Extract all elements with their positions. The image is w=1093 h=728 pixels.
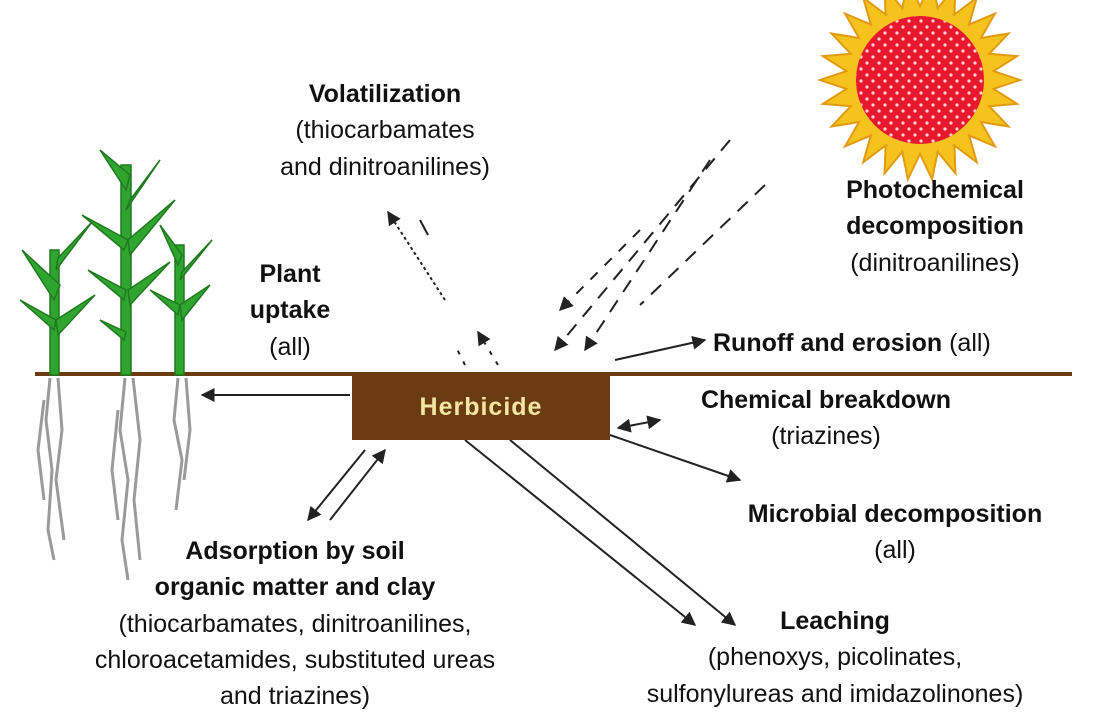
plant-uptake-sub: (all) [230, 329, 350, 365]
adsorption-label: Adsorption by soil organic matter and cl… [30, 533, 560, 714]
plant-uptake-title2: uptake [230, 292, 350, 328]
chemical-breakdown-title: Chemical breakdown [650, 382, 1002, 418]
adsorption-sub1: (thiocarbamates, dinitroanilines, [30, 606, 560, 642]
plant-uptake-label: Plant uptake (all) [230, 256, 350, 365]
volatilization-arrow [388, 212, 445, 300]
adsorption-title2: organic matter and clay [30, 569, 560, 605]
adsorption-title1: Adsorption by soil [30, 533, 560, 569]
photochemical-title2: decomposition [805, 208, 1065, 244]
runoff-label: Runoff and erosion (all) [713, 325, 991, 361]
runoff-title: Runoff and erosion [713, 329, 942, 357]
sun-icon [820, 0, 1020, 179]
photochemical-label: Photochemical decomposition (dinitroanil… [805, 172, 1065, 281]
microbial-title: Microbial decomposition [700, 496, 1090, 532]
leaching-label: Leaching (phenoxys, picolinates, sulfony… [580, 603, 1090, 712]
herbicide-label: Herbicide [420, 393, 543, 422]
volatilization-label: Volatilization (thiocarbamates and dinit… [255, 76, 515, 185]
volatilization-title: Volatilization [255, 76, 515, 112]
leaching-title: Leaching [580, 603, 1090, 639]
chemical-breakdown-sub: (triazines) [650, 418, 1002, 454]
photochemical-title1: Photochemical [805, 172, 1065, 208]
microbial-label: Microbial decomposition (all) [700, 496, 1090, 569]
adsorption-sub3: and triazines) [30, 678, 560, 714]
photochemical-sub: (dinitroanilines) [805, 245, 1065, 281]
adsorption-sub2: chloroacetamides, substituted ureas [30, 642, 560, 678]
herbicide-box: Herbicide [352, 374, 610, 440]
microbial-sub: (all) [700, 532, 1090, 568]
plant-icon [20, 150, 212, 375]
volatilization-sub1: (thiocarbamates [255, 112, 515, 148]
runoff-arrow [615, 340, 705, 360]
volatilization-sub2: and dinitroanilines) [255, 149, 515, 185]
runoff-sub: (all) [949, 329, 991, 357]
plant-uptake-title1: Plant [230, 256, 350, 292]
leaching-sub2: sulfonylureas and imidazolinones) [580, 676, 1090, 712]
chemical-breakdown-label: Chemical breakdown (triazines) [650, 382, 1002, 455]
leaching-sub1: (phenoxys, picolinates, [580, 639, 1090, 675]
